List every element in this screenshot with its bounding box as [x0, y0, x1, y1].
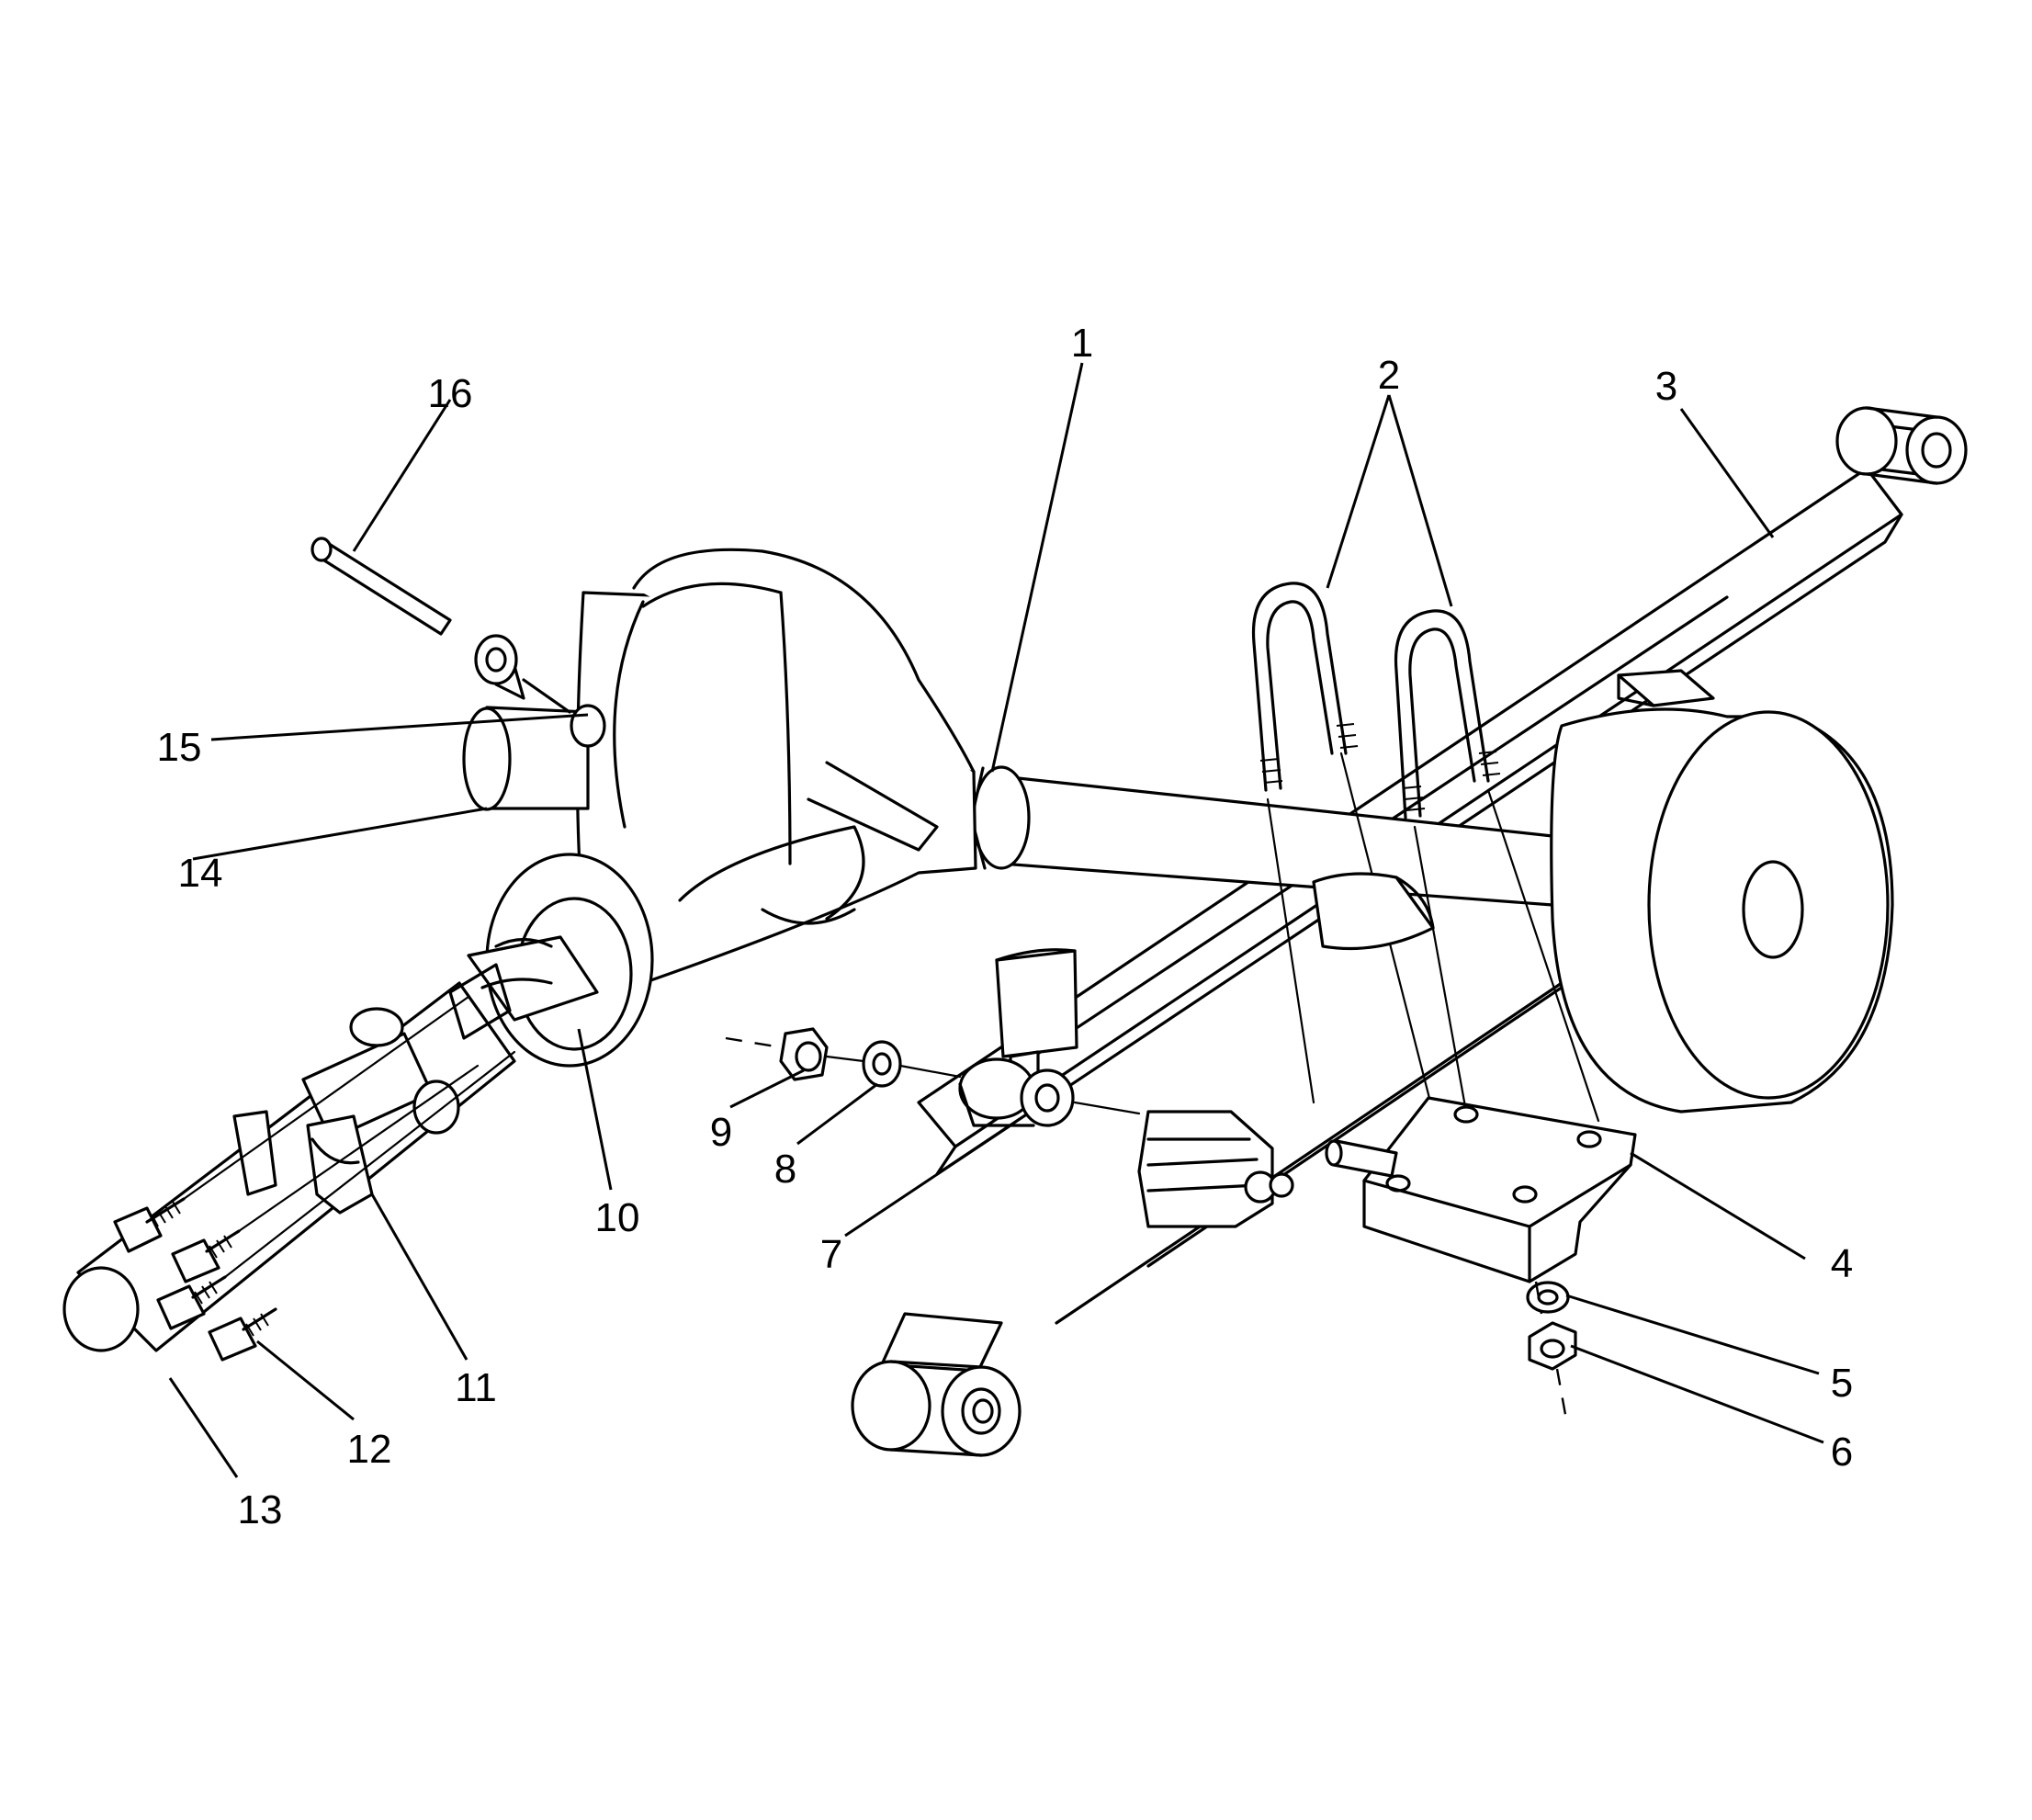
pinion-flange: [467, 853, 654, 1068]
spring-front-clip: [1137, 1110, 1294, 1228]
propeller-shaft: [62, 963, 516, 1352]
callout-1: 1: [1071, 321, 1093, 366]
callout-3: 3: [1655, 364, 1677, 409]
callout-13: 13: [238, 1487, 283, 1532]
spring-rear-clip: [1617, 669, 1715, 707]
leader-lines: [168, 362, 1824, 1478]
vent-fitting: [474, 634, 571, 714]
u-bolt: [1394, 609, 1501, 820]
callout-14: 14: [178, 851, 223, 896]
differential-housing: [462, 548, 977, 985]
bolts: [113, 995, 516, 1362]
callout-8: 8: [774, 1147, 796, 1192]
u-bolt: [1251, 582, 1359, 792]
callout-7: 7: [820, 1232, 842, 1277]
callout-4: 4: [1831, 1241, 1853, 1286]
spring-seat: [1312, 872, 1435, 951]
callout-10: 10: [595, 1195, 640, 1240]
callout-5: 5: [1831, 1361, 1853, 1406]
bolt: [113, 1197, 186, 1253]
u-bolt-nut: [1528, 1321, 1577, 1371]
callout-11: 11: [455, 1365, 497, 1410]
brake-drum: [1550, 707, 1894, 1113]
shock-nut: [779, 1027, 829, 1081]
callout-labels: 1 2 3 4 5 6 7 8 9 10 11 12 13 14 15 16: [157, 321, 1854, 1532]
callout-15: 15: [157, 725, 202, 770]
callout-16: 16: [428, 371, 473, 416]
callout-2: 2: [1378, 353, 1400, 398]
leaf-spring: [851, 406, 1968, 1457]
callout-6: 6: [1831, 1430, 1853, 1475]
bolt: [171, 1229, 241, 1283]
callout-12: 12: [347, 1427, 392, 1472]
bolt: [208, 1307, 277, 1362]
bolt: [156, 1275, 227, 1330]
callout-9: 9: [710, 1110, 732, 1155]
vent-hose: [310, 537, 452, 636]
shock-washer: [862, 1040, 902, 1088]
u-bolt-washer: [1526, 1281, 1570, 1314]
shock-absorber-mount: [958, 948, 1078, 1127]
spring-front-eye: [851, 1312, 1022, 1457]
anchor-plate: [1325, 1096, 1637, 1283]
spring-rear-eye: [1835, 406, 1968, 485]
